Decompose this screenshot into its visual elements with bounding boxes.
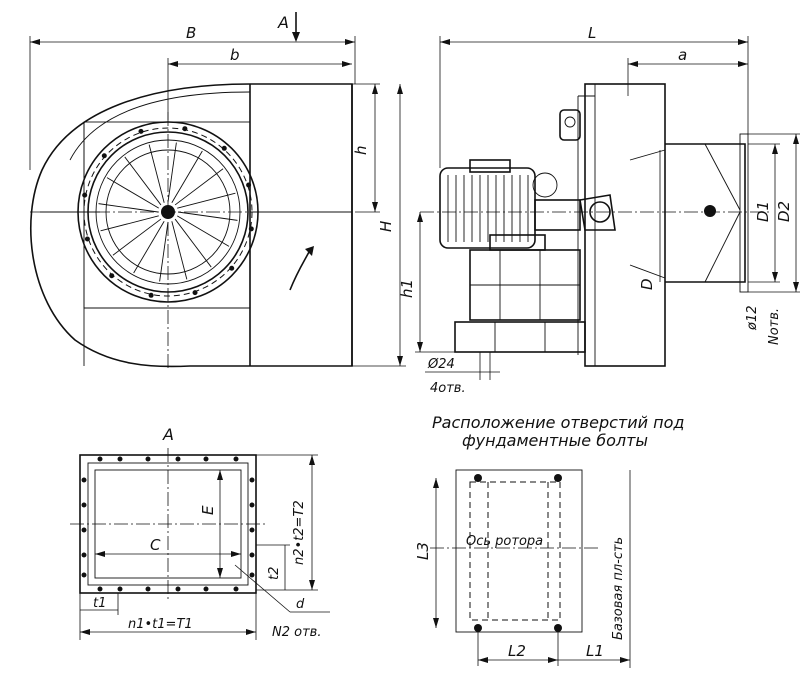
dim-b: b bbox=[230, 46, 240, 64]
dim-L: L bbox=[588, 24, 596, 42]
front-view: B b h H A bbox=[29, 12, 406, 370]
dim-E: E bbox=[199, 505, 217, 515]
dim-C: C bbox=[150, 536, 161, 554]
flange-view: A C E n2•t2=T2 t2 t1 n1•t1=T1 bbox=[70, 425, 330, 640]
base-hole-count-label: 4отв. bbox=[430, 381, 466, 396]
rotor-axis-label: Ось ротора bbox=[466, 534, 543, 549]
dim-L1: L1 bbox=[586, 642, 604, 660]
foundation-title-2: фундаментные болты bbox=[462, 431, 648, 450]
dim-t2: t2 bbox=[267, 567, 282, 580]
impeller-blades bbox=[98, 142, 238, 282]
hole-dia-label: ø12 bbox=[745, 306, 760, 332]
dim-B: B bbox=[186, 24, 196, 42]
base-hole-dia-label: Ø24 bbox=[427, 357, 455, 372]
dim-D1: D1 bbox=[754, 201, 772, 222]
hole-count-label: Nотв. bbox=[767, 308, 782, 345]
dim-L3: L3 bbox=[414, 542, 432, 560]
flange-bolts bbox=[81, 456, 255, 592]
housing-side bbox=[584, 83, 666, 367]
dim-d: d bbox=[296, 597, 305, 612]
ring-bolts bbox=[82, 126, 254, 298]
dim-h: h bbox=[352, 145, 370, 155]
section-a-marker: A bbox=[277, 13, 289, 32]
dim-D: D bbox=[638, 278, 656, 290]
foundation-title-1: Расположение отверстий под bbox=[432, 413, 684, 432]
dim-h1: h1 bbox=[398, 279, 416, 298]
dim-a: a bbox=[678, 46, 687, 64]
scroll-housing bbox=[30, 83, 353, 368]
holes-N2: N2 отв. bbox=[272, 625, 321, 640]
view-a-title: A bbox=[162, 425, 174, 444]
foundation-view: Расположение отверстий под фундаментные … bbox=[414, 413, 684, 668]
dim-n2t2: n2•t2=T2 bbox=[292, 500, 307, 565]
motor bbox=[439, 167, 536, 249]
dim-H: H bbox=[377, 221, 395, 232]
dim-t1: t1 bbox=[93, 596, 106, 611]
base-plane-label: Базовая пл-сть bbox=[611, 537, 626, 640]
dim-L2: L2 bbox=[508, 642, 526, 660]
dim-n1t1: n1•t1=T1 bbox=[128, 617, 193, 632]
rotation-arrow-icon bbox=[289, 249, 311, 291]
dim-D2: D2 bbox=[775, 201, 793, 222]
side-view: L a h1 D D1 D2 ø12 Nотв. Ø24 4отв. bbox=[398, 24, 800, 396]
